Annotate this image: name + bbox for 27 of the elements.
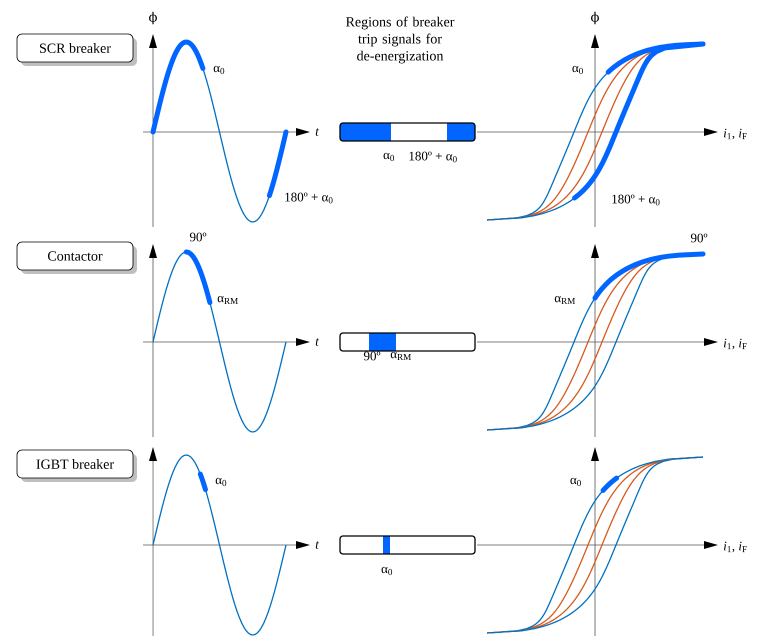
angle-label: α$_{RM}$ bbox=[390, 352, 411, 360]
angle-label: α$_{0}$ bbox=[214, 66, 224, 74]
angle-label: α$_{0}$ bbox=[384, 152, 394, 162]
axis-label: ϕ bbox=[591, 12, 599, 24]
angle-label: 90º bbox=[690, 234, 708, 242]
angle-label: 180º + α$_{0}$ bbox=[410, 152, 457, 162]
axis-label: t bbox=[316, 338, 320, 346]
angle-label: α$_{0}$ bbox=[570, 478, 581, 486]
label-box: IGBT breaker bbox=[16, 450, 137, 482]
axis-label: i$_{1}$, i$_{F}$ bbox=[724, 542, 747, 552]
angle-label: α$_{0}$ bbox=[382, 566, 392, 576]
axis-label: ϕ bbox=[149, 12, 157, 24]
angle-label: α$_{0}$ bbox=[572, 66, 583, 74]
axis-label: t bbox=[316, 128, 320, 136]
angle-label: α$_{RM}$ bbox=[218, 296, 238, 304]
angle-label: 180º + α$_{0}$ bbox=[285, 192, 333, 204]
angle-label: 90º bbox=[190, 232, 206, 242]
axis-label: i$_{1}$, i$_{F}$ bbox=[724, 128, 747, 140]
angle-label: 180º + α$_{0}$ bbox=[612, 194, 660, 206]
angle-label: 90º bbox=[364, 352, 380, 360]
label-box: Contactor bbox=[16, 242, 137, 274]
heading: Regions of breaker trip signals for de-energization bbox=[346, 16, 454, 64]
label-box: SCR breaker bbox=[16, 34, 137, 66]
angle-label: α$_{0}$ bbox=[216, 478, 226, 486]
angle-label: α$_{RM}$ bbox=[554, 296, 576, 304]
axis-label: i$_{1}$, i$_{F}$ bbox=[724, 338, 747, 350]
axis-label: t bbox=[316, 541, 320, 549]
